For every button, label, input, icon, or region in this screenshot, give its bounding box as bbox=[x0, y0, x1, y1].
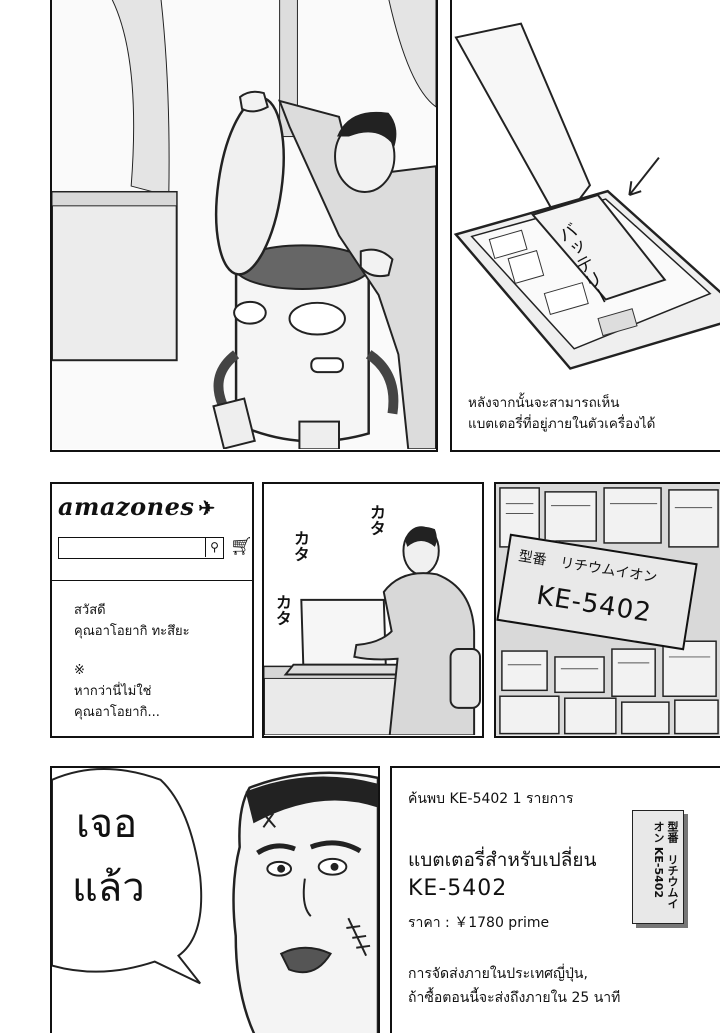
typing-illustration bbox=[264, 484, 482, 736]
product-name[interactable]: แบตเตอรี่สำหรับเปลี่ยน bbox=[408, 849, 597, 871]
panel-laptop-battery: バッテリー หลังจากนั้นจะสามารถเห็น แบตเตอรี่ท… bbox=[450, 0, 720, 452]
caption-battery-visible: หลังจากนั้นจะสามารถเห็น แบตเตอรี่ที่อยู่… bbox=[468, 393, 708, 435]
panel-store-page: amazones✈ ⚲ 🛒︎ สวัสดี คุณอาโอยากิ ทะสึยะ… bbox=[50, 482, 254, 738]
product-image-label-line-2: KE-5402 bbox=[652, 846, 665, 899]
panel-battery-listing: 型番 リチウムイオン KE-5402 bbox=[494, 482, 720, 738]
product-image-label: 型番 リチウムイオン KE-5402 bbox=[639, 821, 679, 915]
delivery-line-2: ถ้าซื้อตอนนี้จะส่งถึงภายใน 25 นาที bbox=[408, 990, 621, 1006]
result-count: ค้นพบ KE-5402 1 รายการ bbox=[408, 791, 574, 807]
store-logo[interactable]: amazones✈ bbox=[58, 492, 216, 521]
panel-found-it: เจอ แล้ว bbox=[50, 766, 380, 1033]
robot-scene-illustration bbox=[52, 0, 436, 450]
face-closeup-illustration bbox=[52, 768, 378, 1033]
search-input[interactable]: ⚲ bbox=[58, 537, 224, 559]
panel-man-typing: カタ カタ カタ bbox=[262, 482, 484, 738]
sfx-typing-2: カタ bbox=[367, 504, 386, 536]
delivery-info: การจัดส่งภายในประเทศญี่ปุ่น, ถ้าซื้อตอนน… bbox=[408, 962, 620, 1010]
product-price: ราคา : ￥1780 prime bbox=[408, 915, 550, 931]
battery-model-text: KE-5402 bbox=[534, 580, 654, 629]
product-model[interactable]: KE-5402 bbox=[408, 876, 508, 901]
cart-icon[interactable]: 🛒︎ bbox=[230, 536, 253, 557]
delivery-line-1: การจัดส่งภายในประเทศญี่ปุ่น, bbox=[408, 966, 588, 982]
laptop-illustration bbox=[452, 0, 720, 448]
product-image[interactable]: 型番 リチウムイオン KE-5402 bbox=[632, 810, 684, 924]
search-icon[interactable]: ⚲ bbox=[205, 538, 223, 557]
store-logo-text: amazones bbox=[58, 492, 195, 521]
header-divider bbox=[52, 580, 252, 581]
sfx-typing-1: カタ bbox=[291, 530, 310, 562]
speech-line-2: แล้ว bbox=[72, 865, 145, 911]
panel-man-opening-robot bbox=[50, 0, 438, 452]
greeting-user-name: คุณอาโอยากิ ทะสึยะ bbox=[74, 624, 190, 639]
caption-line-2: แบตเตอรี่ที่อยู่ภายในตัวเครื่องได้ bbox=[468, 416, 656, 432]
note-line-1: หากว่านี่ไม่ใช่ bbox=[74, 684, 152, 699]
greeting-line-1: สวัสดี bbox=[74, 603, 106, 618]
caption-line-1: หลังจากนั้นจะสามารถเห็น bbox=[468, 395, 620, 411]
not-you-notice[interactable]: ※ หากว่านี่ไม่ใช่ คุณอาโอยากิ... bbox=[74, 660, 160, 723]
note-symbol: ※ bbox=[74, 663, 85, 678]
greeting: สวัสดี คุณอาโอยากิ ทะสึยะ bbox=[74, 600, 190, 642]
speech-line-1: เจอ bbox=[76, 801, 138, 847]
panel-search-result: ค้นพบ KE-5402 1 รายการ แบตเตอรี่สำหรับเป… bbox=[390, 766, 720, 1033]
sfx-typing-3: カタ bbox=[273, 594, 292, 626]
product-image-label-line-1: 型番 リチウムイオン bbox=[652, 821, 679, 909]
note-line-2: คุณอาโอยากิ... bbox=[74, 705, 160, 720]
plane-icon: ✈ bbox=[198, 496, 216, 520]
